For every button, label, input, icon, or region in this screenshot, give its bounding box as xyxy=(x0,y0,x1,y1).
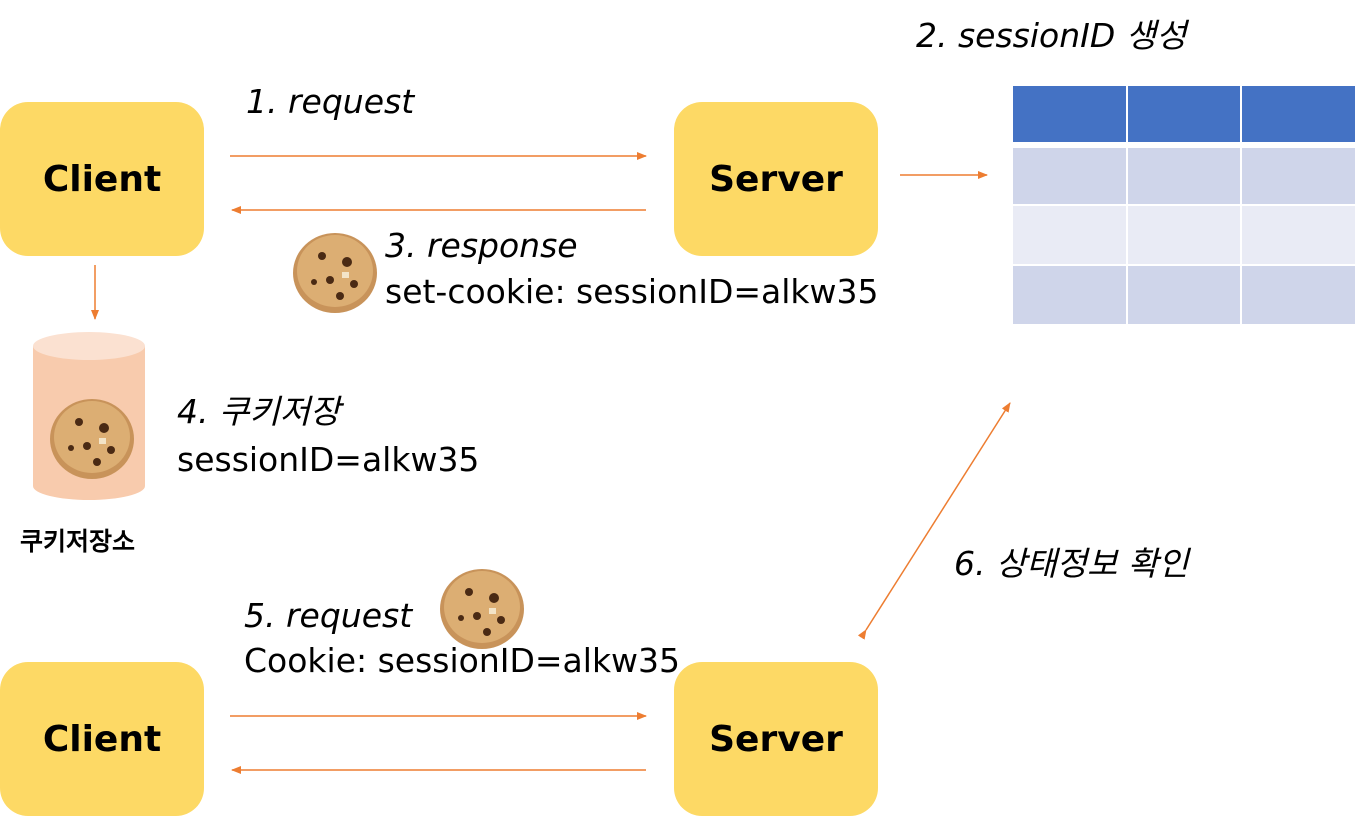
step3-detail: set-cookie: sessionID=alkw35 xyxy=(385,272,879,311)
step3-title: 3. response xyxy=(385,226,578,265)
cookie-icon xyxy=(50,399,134,479)
step2-label: 2. sessionID 생성 xyxy=(916,16,1187,55)
cookie-store-label: 쿠키저장소 xyxy=(20,527,136,556)
client-node-bottom: Client xyxy=(0,662,204,816)
cookie-icon xyxy=(293,233,377,313)
server-node-bottom: Server xyxy=(674,662,878,816)
client-node-top: Client xyxy=(0,102,204,256)
arrow-check-state xyxy=(857,402,1011,640)
step1-label: 1. request xyxy=(246,82,415,121)
step4-title: 4. 쿠키저장 xyxy=(177,392,341,431)
step4-detail: sessionID=alkw35 xyxy=(177,440,480,479)
step5-detail: Cookie: sessionID=alkw35 xyxy=(244,641,681,680)
step5-title: 5. request xyxy=(244,596,413,635)
server-node-top: Server xyxy=(674,102,878,256)
step6-label: 6. 상태정보 확인 xyxy=(954,544,1189,583)
cookie-icon xyxy=(440,569,524,649)
